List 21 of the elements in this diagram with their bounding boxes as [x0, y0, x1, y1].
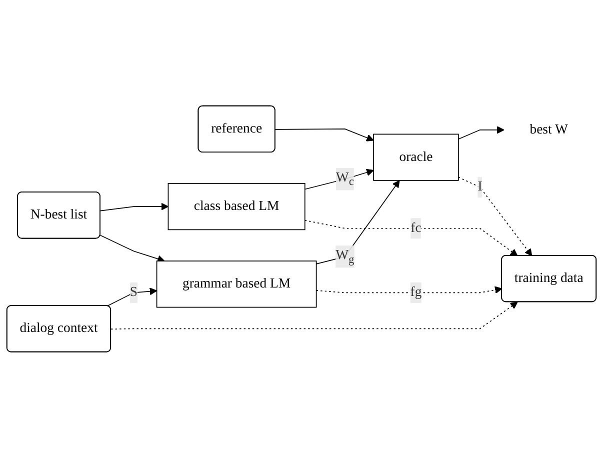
edge-label: S — [130, 285, 138, 300]
arrow — [458, 126, 504, 140]
arrow — [316, 286, 502, 294]
arrow — [100, 202, 169, 212]
edge-label: fg — [410, 285, 422, 300]
node-box: oracle — [373, 134, 459, 182]
edge-label: I — [478, 180, 482, 194]
arrow — [274, 128, 374, 142]
arrow — [106, 288, 158, 307]
arrow — [458, 176, 532, 256]
node-box: class based LM — [168, 183, 306, 230]
edge-label: W$_{g}$ — [336, 248, 354, 266]
node-text: best W — [530, 122, 568, 137]
edge-label: W$_{c}$ — [336, 170, 354, 188]
edge-label: fc — [410, 220, 422, 236]
arrow — [316, 180, 400, 265]
node-box: grammar based LM — [156, 260, 317, 308]
arrow — [100, 235, 165, 263]
arrow — [304, 168, 374, 190]
arrow — [110, 302, 518, 330]
arrow — [304, 220, 518, 256]
